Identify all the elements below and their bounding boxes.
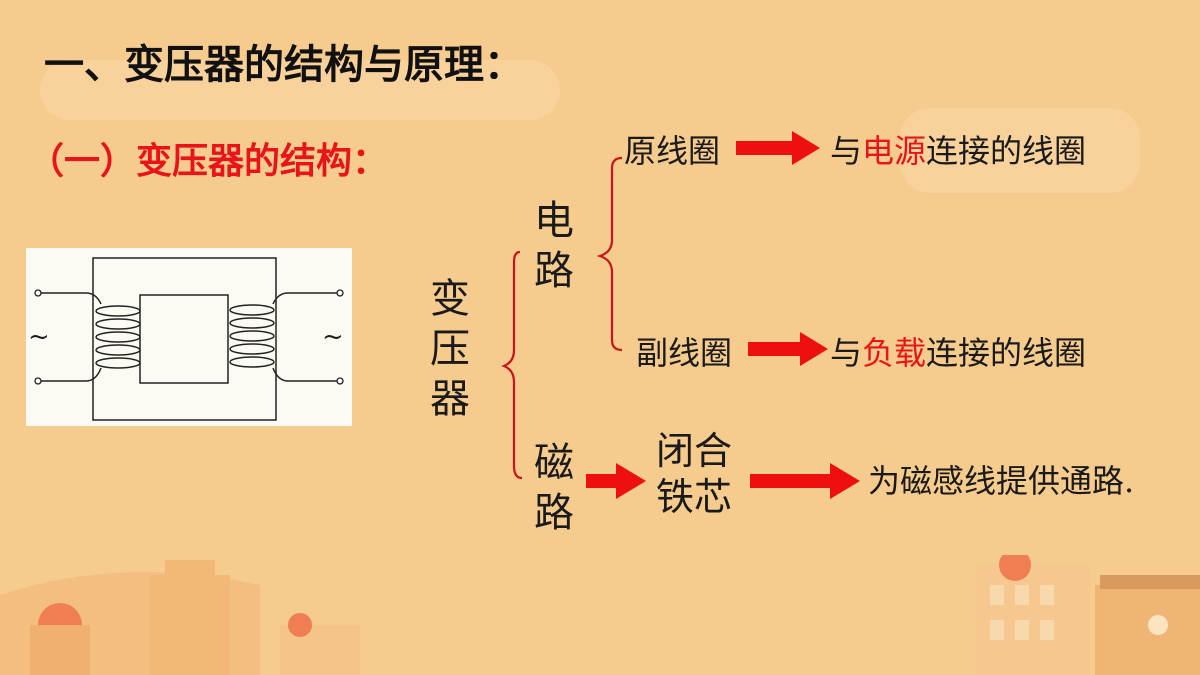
- secondary-coil-label: 副线圈: [636, 334, 733, 372]
- section-title: （一）变压器的结构：: [28, 141, 389, 182]
- core-arrow: [750, 463, 860, 499]
- secondary-coil-description: 与负载连接的线圈: [830, 334, 1087, 372]
- magnetic-circuit-label: 磁 路: [534, 440, 574, 536]
- electric-circuit-brace: [596, 156, 623, 352]
- electric-circuit-label: 电 路: [534, 198, 574, 294]
- transformer-label: 变 压 器: [430, 276, 470, 422]
- secondary-arrow: [748, 332, 828, 366]
- bg-cloud: [40, 60, 560, 120]
- input-ac-symbol: ~: [28, 322, 50, 352]
- magnetic-arrow: [586, 463, 646, 499]
- core-label: 闭合 铁芯: [656, 429, 733, 519]
- primary-coil-highlight: 电源: [862, 132, 927, 170]
- primary-coil-label: 原线圈: [624, 132, 721, 170]
- bg-cloud: [900, 108, 1140, 193]
- root-brace: [501, 250, 523, 480]
- core-description: 为磁感线提供通路.: [868, 462, 1135, 500]
- page-title: 一、变压器的结构与原理：: [44, 42, 524, 88]
- city-skyline-decoration: [0, 555, 1200, 675]
- transformer-diagram: ~ ~: [26, 248, 352, 426]
- transformer-drawing: [34, 257, 344, 421]
- primary-arrow: [736, 131, 820, 165]
- output-ac-symbol: ~: [322, 322, 344, 352]
- primary-coil-description: 与电源连接的线圈: [830, 132, 1087, 170]
- secondary-coil-highlight: 负载: [862, 334, 927, 372]
